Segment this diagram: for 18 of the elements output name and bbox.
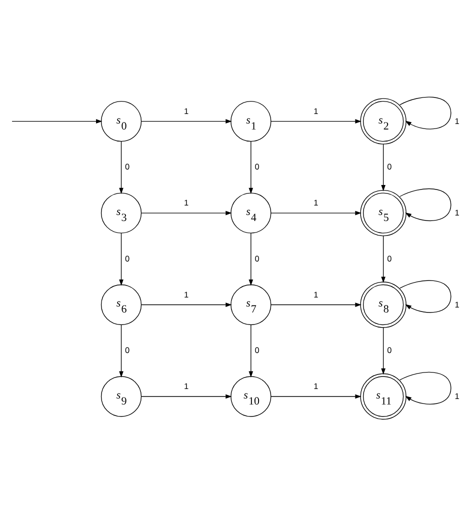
arrow bbox=[381, 327, 386, 375]
arrow bbox=[12, 119, 102, 124]
arrow bbox=[248, 232, 254, 286]
arrow bbox=[141, 119, 232, 124]
arrow bbox=[141, 210, 232, 216]
arrow bbox=[270, 119, 362, 124]
arrow bbox=[119, 324, 124, 378]
arrow bbox=[248, 324, 254, 378]
arrow bbox=[141, 394, 232, 399]
arrow bbox=[141, 302, 232, 307]
arrow bbox=[119, 232, 124, 286]
arrow bbox=[381, 144, 386, 192]
arrow bbox=[119, 141, 124, 194]
arrow bbox=[248, 141, 254, 194]
arrow bbox=[270, 302, 362, 307]
arrow bbox=[270, 394, 362, 399]
arrow bbox=[270, 210, 362, 216]
arrow bbox=[381, 236, 386, 283]
